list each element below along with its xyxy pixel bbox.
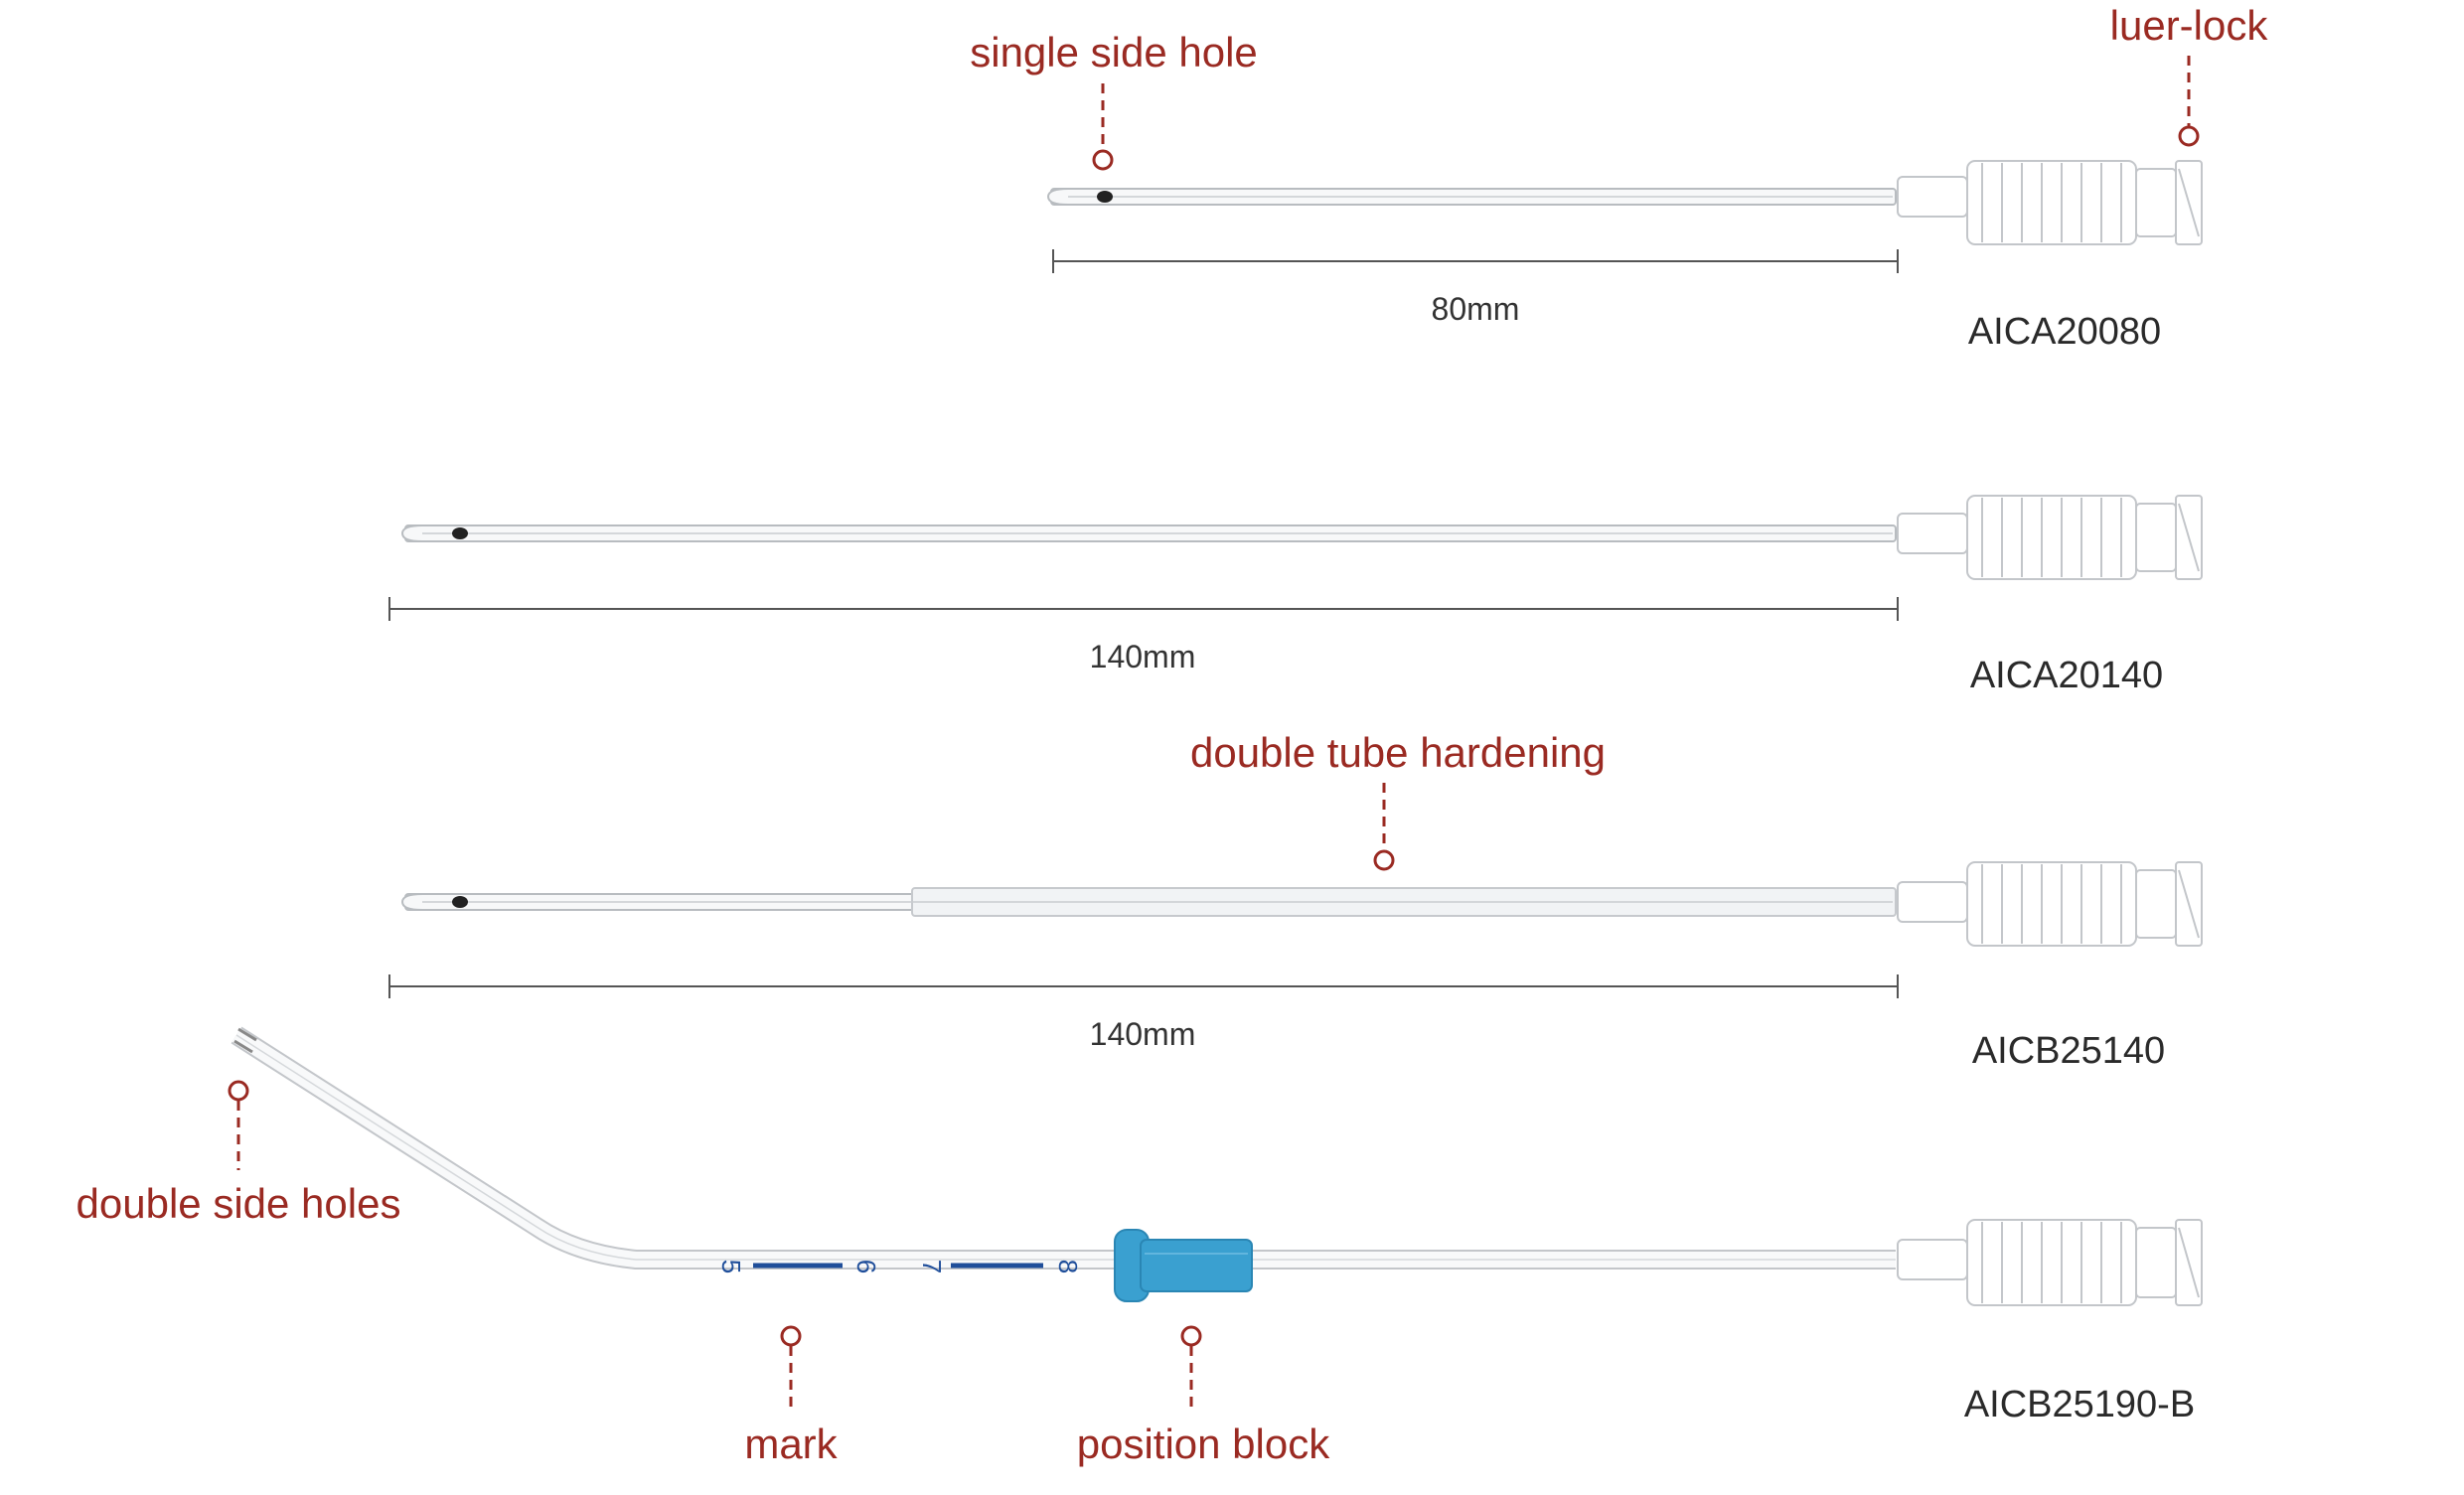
catheter-aicb25140: 140mm AICB25140 — [388, 861, 2203, 1072]
callout-luer-lock: luer-lock — [2110, 2, 2269, 147]
luer-lock-connector — [1897, 861, 2203, 947]
catheter-aicb25190-b: 5 6 7 8 AICB25190-B — [231, 1026, 2203, 1425]
side-hole-icon — [452, 896, 468, 908]
catheter-aica20140: 140mm AICA20140 — [388, 495, 2203, 696]
callout-label: luer-lock — [2110, 2, 2269, 49]
product-code: AICB25190-B — [1964, 1384, 2195, 1425]
callout-label: mark — [744, 1420, 838, 1467]
scale-mark: 8 — [1053, 1260, 1083, 1273]
scale-mark: 7 — [917, 1260, 947, 1273]
catheter-tip — [400, 524, 423, 542]
luer-lock-connector — [1897, 160, 2203, 245]
length-label: 140mm — [1090, 639, 1196, 674]
callout-double-side-holes: double side holes — [77, 1080, 401, 1227]
callout-position-block: position block — [1077, 1325, 1330, 1467]
product-code: AICA20140 — [1970, 655, 2163, 696]
luer-lock-connector — [1897, 495, 2203, 580]
luer-lock-connector — [1897, 1219, 2203, 1306]
catheter-tip — [1046, 188, 1069, 206]
dimension-80mm: 80mm — [1052, 249, 1899, 327]
callout-label: double tube hardening — [1190, 729, 1606, 776]
callout-label: double side holes — [77, 1180, 401, 1227]
side-hole-icon — [1097, 191, 1113, 203]
product-code: AICA20080 — [1968, 311, 2161, 353]
product-code: AICB25140 — [1972, 1030, 2165, 1072]
length-label: 80mm — [1432, 291, 1520, 327]
position-block — [1114, 1229, 1253, 1302]
callout-single-side-hole: single side hole — [970, 29, 1258, 171]
depth-scale: 5 6 7 8 — [716, 1260, 1083, 1273]
scale-mark: 6 — [851, 1260, 881, 1273]
callout-label: single side hole — [970, 29, 1258, 75]
dimension-140mm: 140mm — [388, 974, 1899, 1052]
side-hole-icon — [233, 1039, 253, 1054]
catheter-tube — [231, 1026, 1896, 1270]
length-label: 140mm — [1090, 1016, 1196, 1052]
catheter-aica20080: 80mm AICA20080 — [1046, 160, 2203, 353]
dimension-140mm: 140mm — [388, 597, 1899, 674]
scale-mark: 5 — [716, 1260, 746, 1273]
callout-label: position block — [1077, 1420, 1330, 1467]
callout-mark: mark — [744, 1325, 839, 1467]
side-hole-icon — [237, 1027, 257, 1042]
callout-double-tube-hardening: double tube hardening — [1190, 729, 1606, 871]
side-hole-icon — [452, 527, 468, 539]
catheter-tip — [400, 893, 423, 911]
